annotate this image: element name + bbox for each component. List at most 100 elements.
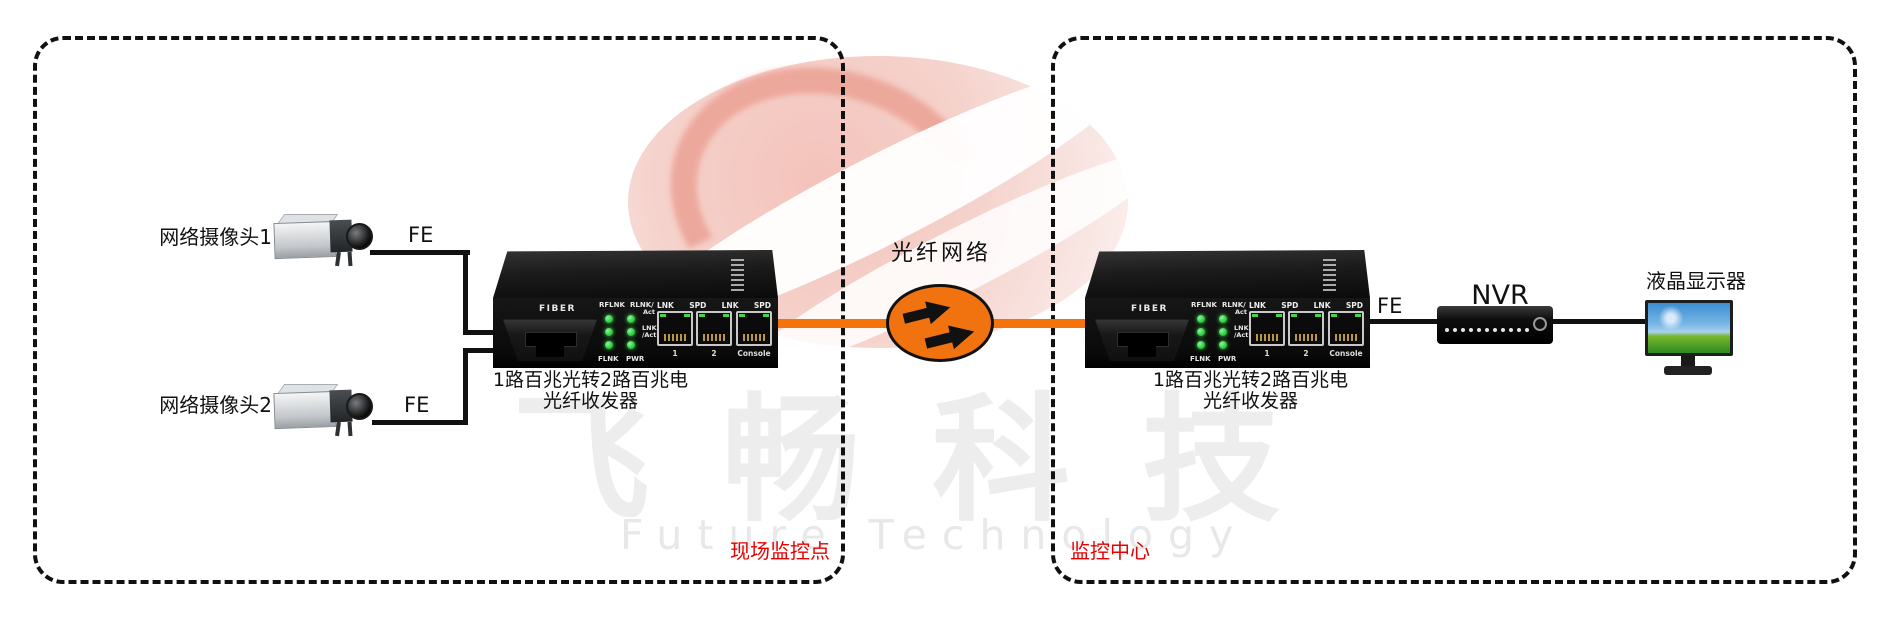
- port-number: Console: [737, 349, 771, 358]
- port-header: SPD: [753, 301, 771, 310]
- converter-top-panel: [493, 250, 778, 298]
- status-led: [627, 341, 635, 349]
- wire-camera2: [463, 348, 468, 425]
- wire-camera2: [463, 348, 493, 353]
- rj45-port-console: [1328, 311, 1364, 346]
- port-number: Console: [1329, 349, 1363, 358]
- converter-front-panel: FIBER RFLNK RLNK/ Act LNK /Act FLNK PWR …: [493, 298, 778, 368]
- model-sticker: [1323, 259, 1336, 291]
- port-header: SPD: [689, 301, 707, 310]
- nvr-device: [1437, 306, 1553, 344]
- camera2-label: 网络摄像头2: [159, 393, 272, 417]
- rj45-port-1: [657, 311, 693, 346]
- nvr-label: NVR: [1471, 280, 1529, 311]
- camera-leg: [347, 251, 353, 267]
- port-number: 1: [672, 349, 678, 358]
- fiber-notch: [1128, 346, 1156, 357]
- led-label: /Act: [1234, 331, 1249, 339]
- fiber-port-label: FIBER: [539, 304, 576, 314]
- camera-leg: [335, 421, 341, 437]
- port-header: LNK: [657, 301, 674, 310]
- media-converter-site: FIBER RFLNK RLNK/ Act LNK /Act FLNK PWR …: [493, 250, 778, 368]
- watermark-chinese: 飞畅科技: [512, 380, 1353, 541]
- status-led: [627, 328, 635, 336]
- port-header: LNK: [1313, 301, 1331, 310]
- port-number: 2: [1303, 349, 1309, 358]
- wire-camera1: [463, 250, 468, 335]
- fe-label-nvr: FE: [1377, 294, 1403, 318]
- camera2: [270, 384, 380, 442]
- fe-label-camera2: FE: [404, 393, 430, 417]
- converter-caption-site: 1路百兆光转2路百兆电 光纤收发器: [448, 370, 733, 412]
- led-label: FLNK: [598, 355, 619, 363]
- status-led: [627, 315, 635, 323]
- rj45-port-console: [736, 311, 772, 346]
- led-label: /Act: [642, 331, 657, 339]
- camera-lens-icon: [346, 393, 373, 420]
- led-header-sub: Act: [1235, 308, 1247, 316]
- status-led: [1197, 341, 1205, 349]
- arrow-right-icon: [900, 294, 953, 333]
- led-label: LNK: [642, 324, 657, 332]
- converter-front-panel: FIBER RFLNK RLNK/ Act LNK /Act FLNK PWR …: [1085, 298, 1370, 368]
- status-led: [1219, 315, 1227, 323]
- wire-camera1: [463, 330, 493, 335]
- monitor-screen: [1645, 300, 1733, 356]
- port-header-row: LNK SPD LNK SPD: [1249, 301, 1363, 310]
- port-number: 2: [711, 349, 717, 358]
- converter-caption-center: 1路百兆光转2路百兆电 光纤收发器: [1108, 370, 1393, 412]
- wire-converter-nvr: [1370, 319, 1437, 324]
- converter-caption-line1: 1路百兆光转2路百兆电: [492, 369, 689, 391]
- port-header: LNK: [1249, 301, 1266, 310]
- center-zone-label: 监控中心: [1070, 539, 1150, 563]
- converter-caption-line2: 光纤收发器: [1202, 390, 1298, 412]
- media-converter-center: FIBER RFLNK RLNK/ Act LNK /Act FLNK PWR …: [1085, 250, 1370, 368]
- fiber-slot: [1117, 332, 1169, 347]
- monitor-stand: [1681, 356, 1695, 367]
- wire-camera2: [372, 420, 468, 425]
- fiber-slot: [525, 332, 577, 347]
- led-header: RFLNK: [599, 301, 625, 309]
- led-label: PWR: [626, 355, 645, 363]
- status-led: [605, 341, 613, 349]
- led-label: LNK: [1234, 324, 1249, 332]
- watermark-english: Future Technology: [620, 511, 1249, 559]
- fiber-network-cloud: [886, 284, 994, 362]
- site-zone-label: 现场监控点: [730, 539, 830, 563]
- led-label: PWR: [1218, 355, 1237, 363]
- nvr-knob-icon: [1533, 317, 1547, 331]
- fiber-network-label: 光纤网络: [890, 241, 991, 266]
- rj45-port-1: [1249, 311, 1285, 346]
- model-sticker: [731, 259, 744, 291]
- fe-label-camera1: FE: [408, 223, 434, 247]
- led-header-sub: Act: [643, 308, 655, 316]
- status-led: [1219, 341, 1227, 349]
- monitor-label: 液晶显示器: [1646, 269, 1746, 293]
- status-led: [1219, 328, 1227, 336]
- converter-caption-line1: 1路百兆光转2路百兆电: [1152, 369, 1349, 391]
- fiber-port: [1095, 319, 1189, 361]
- camera-leg: [335, 251, 341, 267]
- camera1: [270, 214, 380, 272]
- site-zone-box: [33, 36, 845, 584]
- led-header: RFLNK: [1191, 301, 1217, 309]
- status-led: [605, 315, 613, 323]
- port-header: SPD: [1281, 301, 1299, 310]
- port-header-row: LNK SPD LNK SPD: [657, 301, 771, 310]
- camera-leg: [347, 421, 353, 437]
- status-led: [1197, 315, 1205, 323]
- camera1-label: 网络摄像头1: [159, 225, 272, 249]
- port-header: LNK: [721, 301, 739, 310]
- camera-body: [273, 220, 337, 260]
- camera-body: [273, 390, 337, 430]
- fiber-port-label: FIBER: [1131, 304, 1168, 314]
- monitor-base: [1664, 366, 1712, 375]
- converter-caption-line2: 光纤收发器: [542, 390, 638, 412]
- center-zone-box: [1051, 36, 1857, 584]
- nvr-buttons: [1445, 325, 1545, 335]
- camera-lens-icon: [346, 223, 373, 250]
- arrow-right-icon: [922, 317, 978, 357]
- status-led: [605, 328, 613, 336]
- fiber-notch: [536, 346, 564, 357]
